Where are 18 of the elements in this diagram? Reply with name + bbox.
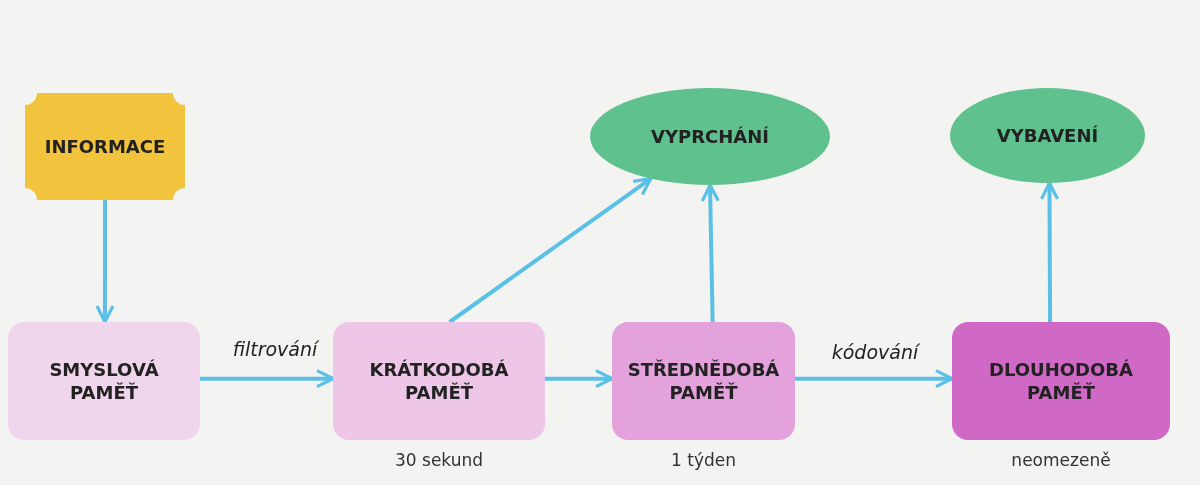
node-label: INFORMACE	[43, 134, 167, 159]
node-label: VYBAVENÍ	[995, 123, 1100, 148]
duration-label: 30 sekund	[394, 450, 484, 470]
arrow	[700, 183, 720, 323]
node-label: VYPRCHÁNÍ	[650, 124, 770, 149]
node-label: STŘEDNĚDOBÁ PAMĚŤ	[626, 357, 781, 405]
node-label: KRÁTKODOBÁ PAMĚŤ	[368, 357, 510, 405]
duration-label: 1 týden	[670, 450, 737, 470]
duration-label: neomezeně	[1010, 450, 1112, 470]
arrow	[545, 369, 614, 389]
arrow	[200, 369, 335, 389]
arrow	[448, 177, 653, 324]
arrow	[95, 200, 115, 324]
arrow	[795, 369, 954, 389]
arrow	[1039, 181, 1060, 322]
node-label: SMYSLOVÁ PAMĚŤ	[48, 357, 160, 405]
process-box	[8, 322, 200, 440]
node-label: DLOUHODOBÁ PAMĚŤ	[988, 357, 1134, 405]
